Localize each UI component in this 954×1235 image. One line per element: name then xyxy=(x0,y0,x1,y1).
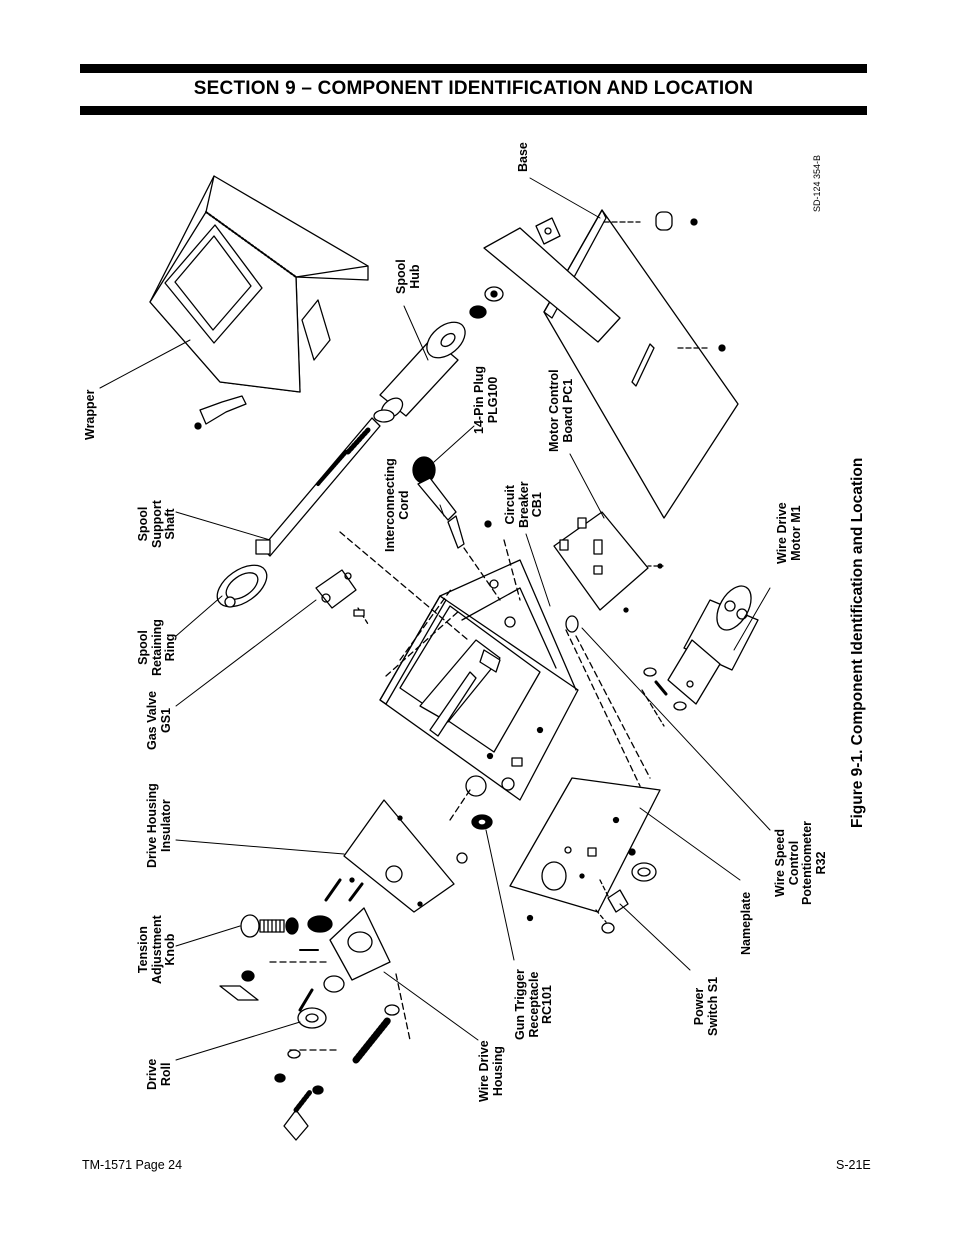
chassis-part xyxy=(339,531,579,801)
spool-support-shaft-part xyxy=(255,409,395,557)
footer-code: S-21E xyxy=(836,1158,871,1172)
power-switch-part xyxy=(595,879,629,934)
label-base: Base xyxy=(516,142,530,172)
label-nameplate: Nameplate xyxy=(739,891,753,955)
spool-hub-part xyxy=(379,286,504,419)
plug-part xyxy=(412,456,521,601)
label-wrapper: Wrapper xyxy=(83,389,97,440)
footer-page-number: TM-1571 Page 24 xyxy=(82,1158,183,1172)
motor-control-board-part xyxy=(553,511,665,613)
header-rule-top xyxy=(80,64,867,73)
header-rule-bottom xyxy=(80,106,867,115)
gas-valve-part xyxy=(315,569,369,625)
base-part xyxy=(483,209,739,519)
wrapper-part xyxy=(149,175,369,430)
section-title: SECTION 9 – COMPONENT IDENTIFICATION AND… xyxy=(193,78,754,99)
wire-speed-knob-part xyxy=(628,848,657,882)
wire-drive-housing-part xyxy=(269,878,411,1064)
wire-speed-potentiometer-part xyxy=(565,615,651,787)
gun-trigger-receptacle-part xyxy=(449,789,493,864)
figure-caption: Figure 9-1. Component Identification and… xyxy=(849,457,866,828)
leader-lines xyxy=(99,177,771,1061)
tension-adjustment-knob-part xyxy=(219,914,299,1001)
drawing-number: SD-124 354-B xyxy=(812,154,822,212)
nameplate-part xyxy=(509,777,661,922)
spool-retaining-ring-part xyxy=(216,564,268,608)
wire-drive-motor-part xyxy=(641,585,759,727)
drive-housing-insulator-part xyxy=(343,799,455,913)
drive-roll-part xyxy=(274,975,345,1141)
